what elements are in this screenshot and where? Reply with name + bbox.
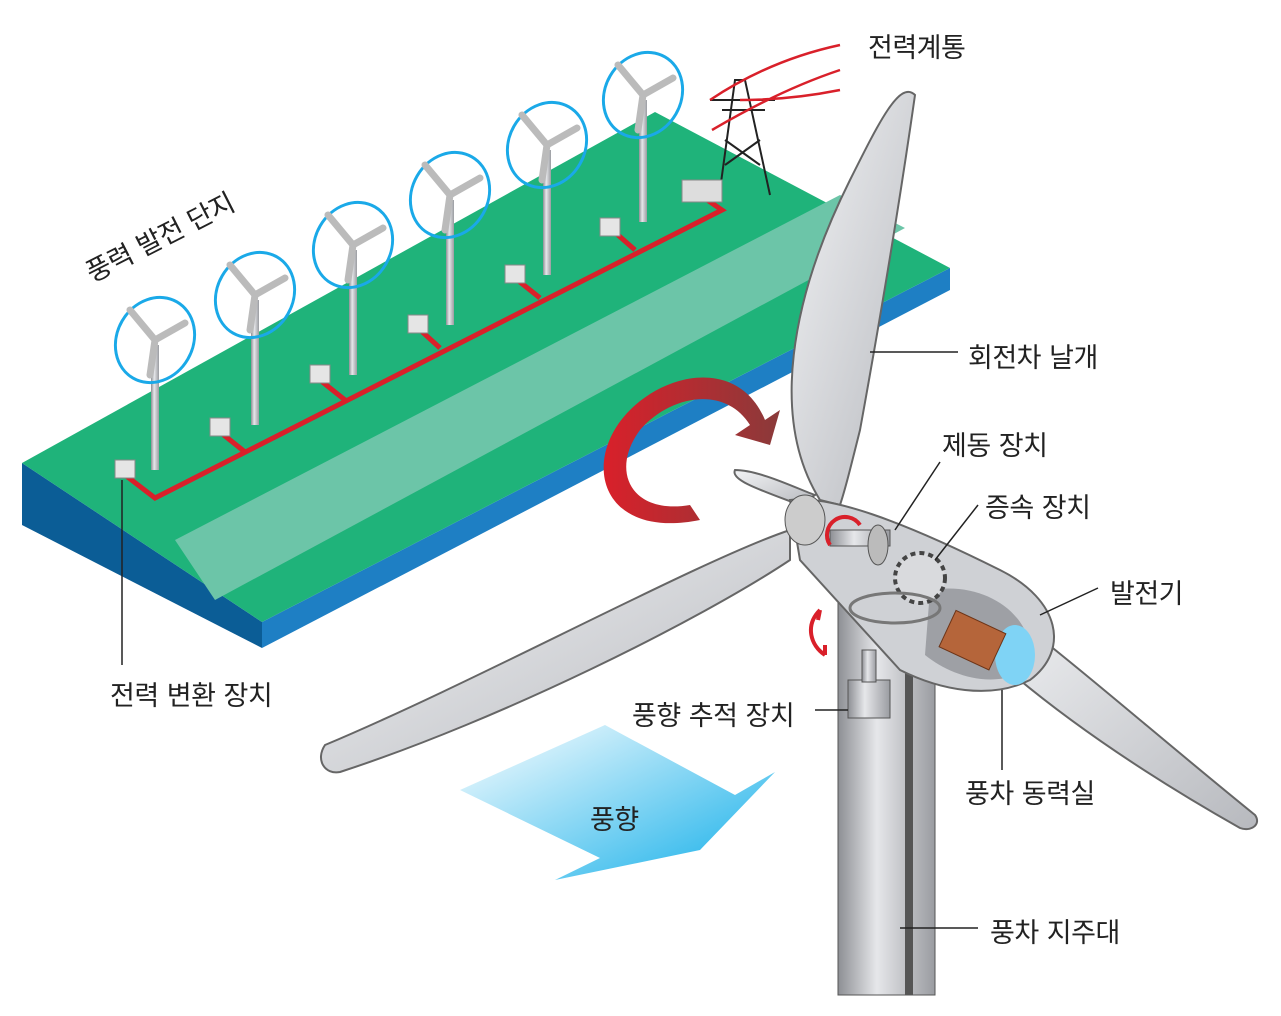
hub [784,494,826,546]
rotor-blades [320,90,1259,831]
rotation-arrow-icon [603,377,780,524]
farm-turbine [209,250,297,437]
farm-turbine [504,100,589,284]
yaw-motor [847,679,891,719]
nacelle [784,494,1055,719]
power-pylon-icon [709,43,841,196]
wind-direction-arrow [460,725,775,880]
substation [681,179,723,203]
farm-turbine [309,200,395,384]
label-power-grid: 전력계통 [868,33,966,64]
farm-turbine [599,50,685,237]
brake-disc [867,524,889,566]
generator-rotor [938,609,1007,671]
farm-turbine [407,150,492,334]
label-wind-direction: 풍향 [590,805,639,836]
label-gearbox: 증속 장치 [985,493,1091,524]
farm-turbines [113,50,685,479]
label-generator: 발전기 [1110,579,1184,610]
label-rotor-blade: 회전차 날개 [968,343,1098,374]
label-yaw-system: 풍향 추적 장치 [632,701,795,732]
leader-lines [121,351,1099,929]
gearbox-gear-icon [893,551,947,605]
farm-turbine [113,295,197,479]
label-power-converter: 전력 변환 장치 [110,681,273,712]
label-brake: 제동 장치 [942,431,1048,462]
label-tower: 풍차 지주대 [990,918,1120,949]
label-nacelle: 풍차 동력실 [965,779,1095,810]
